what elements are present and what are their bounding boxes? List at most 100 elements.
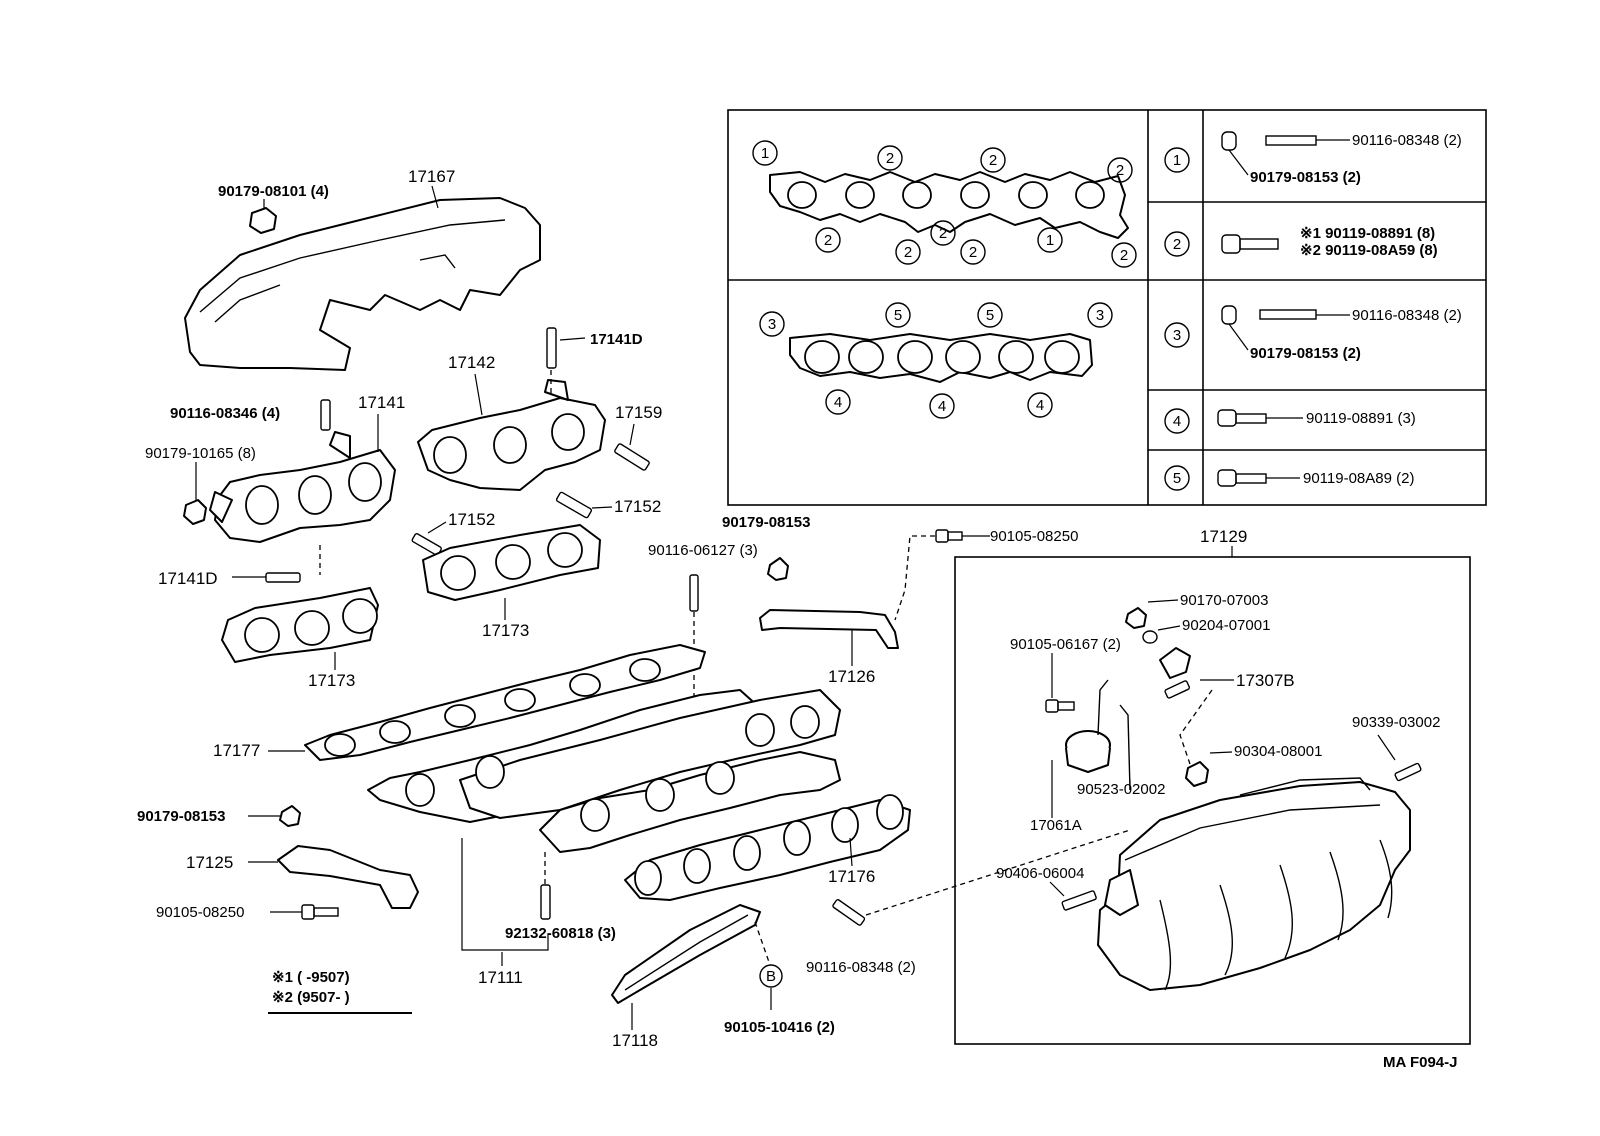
- exhaust-manifold-17142: [417, 379, 606, 491]
- label-17141D-top: 17141D: [590, 331, 643, 348]
- label-90406-06004: 90406-06004: [996, 865, 1084, 882]
- exhaust-gasket-17173-left: [221, 587, 379, 663]
- label-90523-02002: 90523-02002: [1077, 781, 1165, 798]
- row-index-1: 1: [1173, 152, 1181, 169]
- table-frame: [727, 109, 1487, 506]
- stud-92132-60818: [540, 852, 551, 920]
- mark-2: 2: [1120, 247, 1128, 264]
- bolt-90105-08250-top: [894, 529, 990, 621]
- legend-range-1: ※1 ( -9507): [272, 969, 350, 986]
- mark-2: 2: [939, 225, 947, 242]
- bolt-90105-08250-left: [270, 904, 339, 920]
- plug-90339-03002: [1377, 734, 1422, 782]
- mark-2: 2: [989, 152, 997, 169]
- mark-2: 2: [1116, 162, 1124, 179]
- figure-code: MA F094-J: [1383, 1054, 1457, 1071]
- label-90105-08250-left: 90105-08250: [156, 904, 244, 921]
- mark-4: 4: [938, 398, 946, 415]
- nut-90179-08153-left: [248, 805, 301, 827]
- mark-2: 2: [886, 150, 894, 167]
- bracket-line-17111: [461, 838, 549, 951]
- stud-90116-08348-bottom: [832, 829, 1131, 926]
- label-90179-08101: 90179-08101 (4): [218, 183, 329, 200]
- label-17177: 17177: [213, 741, 260, 760]
- label-17061A: 17061A: [1030, 817, 1082, 834]
- label-17307B: 17307B: [1236, 671, 1295, 690]
- exhaust-gasket-ports: [787, 181, 1105, 209]
- table-row4-bolt: 90119-08891 (3): [1306, 410, 1416, 427]
- mark-3: 3: [1096, 307, 1104, 324]
- row-index-5: 5: [1173, 470, 1181, 487]
- intake-chamber-body: [1097, 777, 1411, 991]
- mark-1: 1: [1046, 232, 1054, 249]
- stud-17141D-top: [546, 327, 586, 395]
- table-row1-bolt: 90116-08348 (2): [1352, 132, 1462, 149]
- label-17141: 17141: [358, 393, 405, 412]
- label-17111: 17111: [478, 968, 523, 987]
- mark-4: 4: [834, 394, 842, 411]
- label-90204-07001: 90204-07001: [1182, 617, 1270, 634]
- nut-90179-10165: [183, 462, 207, 525]
- bracket-17126: [759, 609, 899, 649]
- row-index-3: 3: [1173, 327, 1181, 344]
- legend-serial-ranges: ※1 ( -9507) ※2 (9507- ): [268, 969, 412, 1014]
- stud-17152-right: [555, 491, 613, 519]
- row-index-2: 2: [1173, 236, 1181, 253]
- stud-17159: [614, 443, 650, 471]
- label-17152-right: 17152: [614, 497, 661, 516]
- intake-gasket-17177: [304, 644, 706, 761]
- mark-1: 1: [761, 145, 769, 162]
- label-90105-10416: 90105-10416 (2): [724, 1019, 835, 1036]
- label-90339-03002: 90339-03002: [1352, 714, 1440, 731]
- stud-90406-06004: [1049, 881, 1097, 911]
- legend-range-2: ※2 (9507- ): [272, 989, 350, 1006]
- intake-chamber-group: [954, 546, 1471, 1045]
- heat-insulator-17167: [184, 197, 541, 371]
- stud-17152-left: [411, 521, 447, 556]
- bracket-17307B: [1159, 647, 1234, 699]
- label-17167: 17167: [408, 167, 455, 186]
- mark-2: 2: [824, 232, 832, 249]
- table-row2-bolt-early: ※1 90119-08891 (8): [1300, 225, 1435, 242]
- table-row2-bolt-late: ※2 90119-08A59 (8): [1300, 242, 1438, 259]
- label-17173-left: 17173: [308, 671, 355, 690]
- label-90179-08153-mid: 90179-08153: [722, 514, 810, 531]
- gasket-position-marks: 1 2 2 2 2 2 2 2 1 2 3 5 5 3 4 4 4: [752, 140, 1137, 419]
- label-17159: 17159: [615, 403, 662, 422]
- intake-gasket-ports: [804, 340, 1080, 374]
- bracket-17125: [248, 845, 419, 909]
- vsv-17061A: [1051, 679, 1131, 818]
- intake-manifold-17111: [367, 689, 841, 853]
- row-index-4: 4: [1173, 413, 1181, 430]
- table-row3-bolt: 90116-08348 (2): [1352, 307, 1462, 324]
- label-17129: 17129: [1200, 527, 1247, 546]
- label-17142: 17142: [448, 353, 495, 372]
- table-fastener-icons: [1217, 131, 1350, 487]
- label-90116-08348-bottom: 90116-08348 (2): [806, 959, 916, 976]
- mark-3: 3: [768, 316, 776, 333]
- label-17118: 17118: [612, 1031, 658, 1050]
- label-17125: 17125: [186, 853, 233, 872]
- bolt-90105-06167: [1045, 653, 1075, 713]
- stud-17141D-bottom: [232, 545, 321, 583]
- nut-90179-08101: [249, 199, 277, 234]
- gasket-90304-08001: [1179, 689, 1233, 787]
- table-row1-nut: 90179-08153 (2): [1250, 169, 1361, 186]
- intake-gasket-17176: [624, 794, 911, 901]
- exhaust-manifold-17141: [209, 431, 396, 543]
- mark-4: 4: [1036, 397, 1044, 414]
- label-17176: 17176: [828, 867, 875, 886]
- label-17152-left: 17152: [448, 510, 495, 529]
- label-17141D-bottom: 17141D: [158, 569, 218, 588]
- exhaust-gasket-17173-right: [422, 524, 601, 601]
- label-90179-08153-left: 90179-08153: [137, 808, 225, 825]
- mark-2: 2: [904, 244, 912, 261]
- washer-90204-07001: [1142, 625, 1181, 644]
- label-90304-08001: 90304-08001: [1234, 743, 1322, 760]
- mark-2: 2: [969, 244, 977, 261]
- label-90105-06167: 90105-06167 (2): [1010, 636, 1121, 653]
- label-90179-10165: 90179-10165 (8): [145, 445, 256, 462]
- label-92132-60818: 92132-60818 (3): [505, 925, 616, 942]
